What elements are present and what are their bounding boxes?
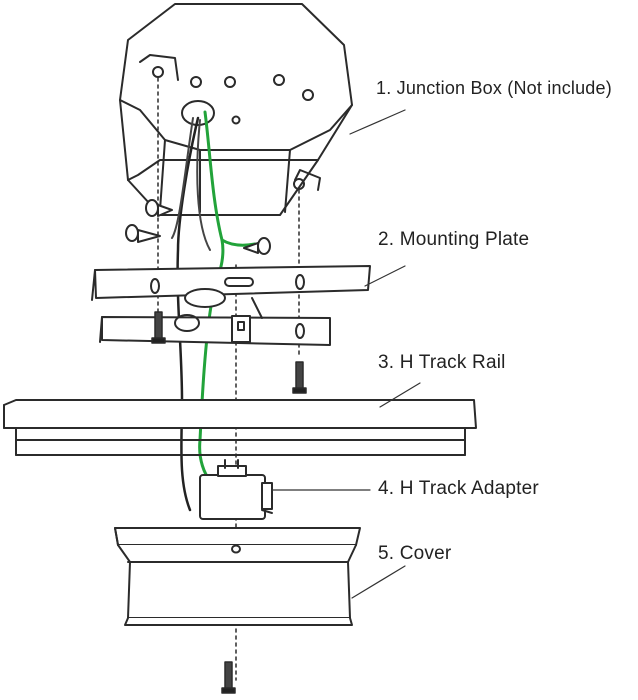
mounting-plate <box>91 265 371 346</box>
callout-mounting-plate: 2. Mounting Plate <box>378 229 530 250</box>
callout-junction-box: 1. Junction Box (Not include) <box>376 78 612 98</box>
wire-nuts <box>125 199 271 255</box>
leader-lines <box>271 109 421 599</box>
callout-cover: 5. Cover <box>378 543 452 564</box>
leader-mounting-plate <box>364 265 406 287</box>
leader-junction-box <box>349 109 406 135</box>
h-track-rail <box>3 399 477 456</box>
screw-left <box>151 311 166 344</box>
leader-cover <box>351 565 406 599</box>
screw-bottom <box>221 661 236 694</box>
junction-box <box>119 3 353 216</box>
h-track-adapter <box>199 459 273 520</box>
callout-h-track-rail: 3. H Track Rail <box>378 352 506 373</box>
cover <box>114 527 361 626</box>
screw-right <box>292 361 307 394</box>
leader-h-track-rail <box>379 382 421 408</box>
callout-h-track-adapter: 4. H Track Adapter <box>378 478 539 499</box>
